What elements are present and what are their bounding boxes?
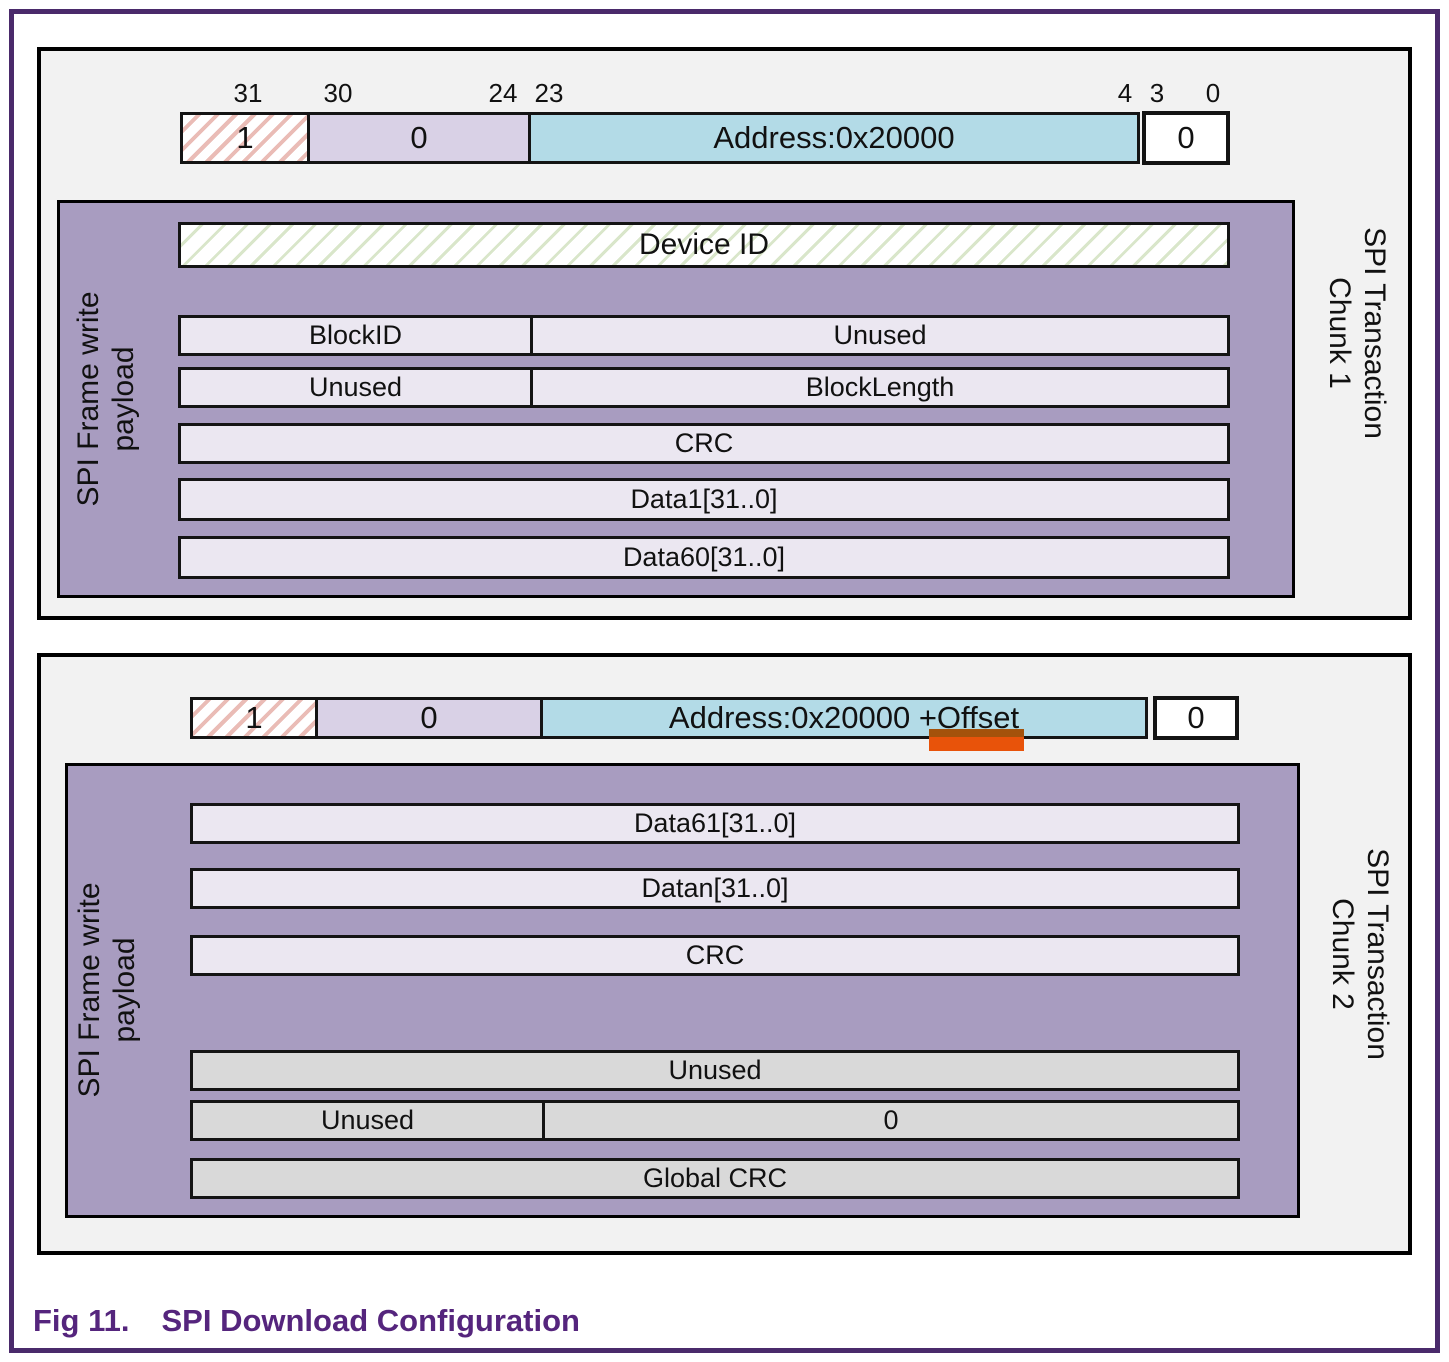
- chunk1-row-unused-blocklength: Unused BlockLength: [178, 367, 1230, 408]
- chunk1-row-data60: Data60[31..0]: [178, 536, 1230, 579]
- offset-text-with-orange-underline-annotation: Offset: [928, 700, 1025, 751]
- label-line: SPI Transaction: [1361, 848, 1394, 1060]
- device-id-field: Device ID: [638, 228, 770, 261]
- block-length-field: BlockLength: [805, 372, 955, 402]
- figure-caption: Fig 11. SPI Download Configuration: [33, 1303, 580, 1339]
- bit-label-3: 3: [1149, 78, 1165, 108]
- chunk1-field-bits30-24: 0: [307, 112, 531, 164]
- label-line: payload: [107, 346, 140, 452]
- label-line: SPI Frame write: [73, 882, 106, 1098]
- label-line: SPI Frame write: [72, 291, 105, 507]
- zero-field: 0: [883, 1105, 899, 1135]
- crc-field: CRC: [685, 940, 745, 970]
- figure-number: Fig 11.: [33, 1303, 130, 1338]
- chunk1-row-data1: Data1[31..0]: [178, 478, 1230, 521]
- chunk2-row-crc: CRC: [190, 935, 1240, 976]
- unused-field: Unused: [833, 320, 927, 350]
- chunk2-row-datan: Datan[31..0]: [190, 868, 1240, 909]
- bit-label-23: 23: [534, 78, 564, 108]
- data61-field: Data61[31..0]: [633, 808, 797, 838]
- unused-field: Unused: [193, 1103, 545, 1138]
- data60-field: Data60[31..0]: [622, 542, 786, 572]
- data1-field: Data1[31..0]: [630, 484, 778, 514]
- chunk2-field-bits3-0: 0: [1153, 696, 1239, 740]
- label-line: SPI Transaction: [1358, 227, 1391, 439]
- bit-label-31: 31: [233, 78, 263, 108]
- unused-field: Unused: [181, 370, 533, 405]
- label-line: payload: [108, 937, 141, 1043]
- chunk1-field-bit31: 1: [180, 112, 310, 164]
- unused-field: Unused: [668, 1055, 762, 1085]
- datan-field: Datan[31..0]: [641, 873, 789, 903]
- chunk1-row-crc: CRC: [178, 423, 1230, 464]
- crc-field: CRC: [674, 428, 734, 458]
- chunk2-row-global-crc: Global CRC: [190, 1158, 1240, 1199]
- address-prefix-text: Address:0x20000 +: [668, 700, 937, 735]
- chunk2-row-unused-zero: Unused 0: [190, 1100, 1240, 1141]
- block-id-field: BlockID: [181, 318, 533, 353]
- bit-label-4: 4: [1117, 78, 1133, 108]
- chunk1-field-address: Address:0x20000: [528, 112, 1140, 164]
- chunk1-row-device-id: Device ID: [178, 222, 1230, 268]
- bit-label-30: 30: [323, 78, 353, 108]
- figure-border: [9, 9, 1440, 1353]
- chunk2-field-bits30-24: 0: [315, 697, 543, 739]
- label-line: Chunk 1: [1323, 277, 1356, 389]
- bit-label-0: 0: [1205, 78, 1221, 108]
- chunk2-left-label-spi-frame-write-payload: SPI Frame write payload: [72, 882, 142, 1097]
- bit-label-24: 24: [488, 78, 518, 108]
- chunk1-field-bits3-0: 0: [1142, 111, 1230, 165]
- global-crc-field: Global CRC: [642, 1163, 788, 1193]
- chunk1-left-label-spi-frame-write-payload: SPI Frame write payload: [71, 291, 141, 506]
- chunk2-field-bit31: 1: [190, 697, 318, 739]
- chunk2-row-data61: Data61[31..0]: [190, 803, 1240, 844]
- label-line: Chunk 2: [1326, 898, 1359, 1010]
- figure-title: SPI Download Configuration: [161, 1303, 580, 1338]
- chunk2-right-label-spi-transaction-chunk2: SPI Transaction Chunk 2: [1325, 848, 1395, 1060]
- chunk2-row-unused: Unused: [190, 1050, 1240, 1091]
- chunk1-row-blockid-unused: BlockID Unused: [178, 315, 1230, 356]
- chunk2-field-address-offset: Address:0x20000 + Offset: [540, 697, 1148, 751]
- chunk1-right-label-spi-transaction-chunk1: SPI Transaction Chunk 1: [1322, 227, 1392, 439]
